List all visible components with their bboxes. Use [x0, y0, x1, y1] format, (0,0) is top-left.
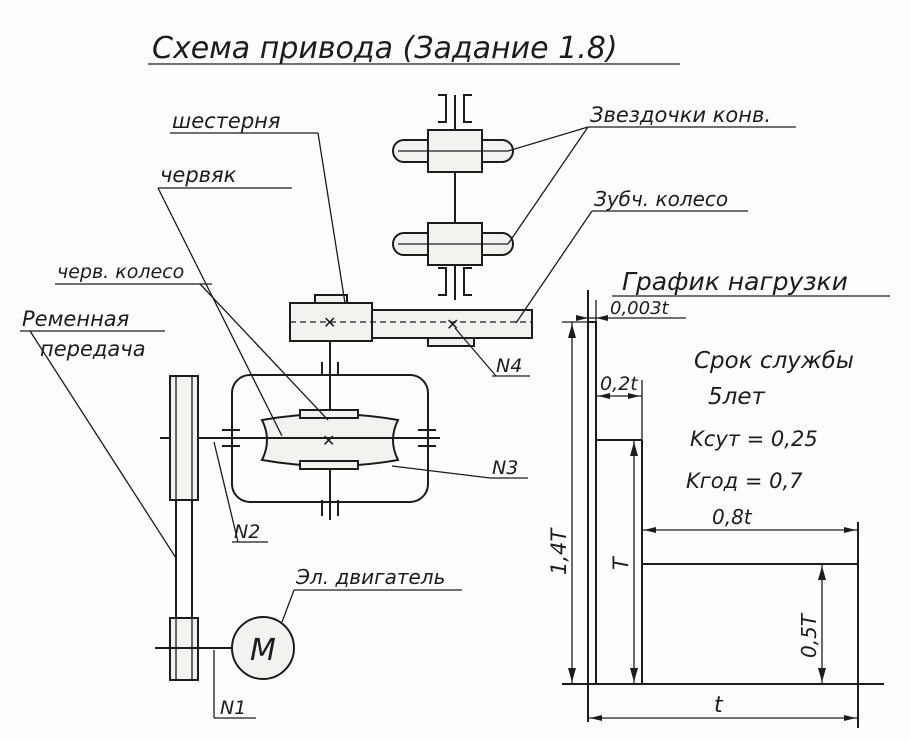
- service-data: Срок службы 5лет Kсут = 0,25 Kгод = 0,7: [686, 348, 854, 493]
- label-worm: червяк: [160, 163, 237, 187]
- large-pulley: [169, 375, 199, 501]
- level-low: 0,5T: [797, 612, 821, 658]
- label-worm-wheel: черв. колесо: [57, 261, 184, 283]
- label-motor: Эл. двигатель: [295, 565, 445, 589]
- peak-load-bar: [587, 321, 597, 685]
- dim-peak-time: 0,003t: [610, 298, 670, 319]
- label-n2: N2: [234, 521, 260, 543]
- motor-symbol: М: [250, 633, 276, 668]
- label-n1: N1: [220, 697, 246, 719]
- level-peak: 1,4T: [547, 527, 571, 575]
- label-n3: N3: [492, 457, 518, 479]
- motor-circle: [231, 616, 295, 680]
- label-belt-line1: Ременная: [22, 307, 129, 331]
- dim-first-step: 0,2t: [600, 373, 639, 395]
- k-year: Kгод = 0,7: [686, 469, 803, 493]
- service-life-line2: 5лет: [708, 384, 765, 410]
- svg-text:✕: ✕: [322, 431, 335, 450]
- conveyor-shaft: [392, 94, 514, 300]
- label-gear: шестерня: [172, 109, 281, 133]
- label-n4: N4: [496, 355, 522, 377]
- worm-gearbox: ✕: [160, 342, 440, 520]
- label-gear-wheel: Зубч. колесо: [594, 187, 728, 211]
- k-day: Kсут = 0,25: [690, 427, 818, 451]
- title: Схема привода (Задание 1.8): [152, 31, 618, 66]
- electric-motor: М: [231, 616, 295, 680]
- belt-drive: [155, 375, 232, 681]
- leader-lines: [20, 126, 796, 719]
- open-gear-pair: ✕ ✕: [289, 294, 533, 347]
- level-nominal: T: [609, 555, 633, 570]
- label-belt-line2: передача: [40, 337, 146, 361]
- load-chart: График нагрузки 1,4T T 0,5T: [547, 267, 890, 728]
- dim-second-step: 0,8t: [712, 505, 753, 529]
- service-life-line1: Срок службы: [694, 348, 854, 374]
- label-sprockets: Звездочки конв.: [590, 103, 771, 127]
- svg-text:✕: ✕: [323, 313, 336, 332]
- dim-total-time: t: [714, 693, 724, 718]
- load-chart-title: График нагрузки: [622, 267, 848, 296]
